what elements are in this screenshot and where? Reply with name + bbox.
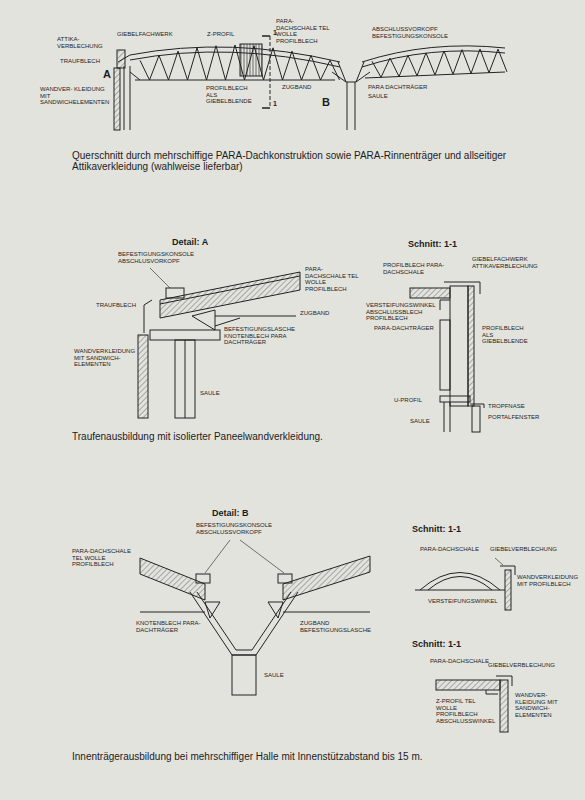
part-label: GIEBELFACHWERK ATTIKAVERBLECHUNG bbox=[472, 256, 550, 269]
part-label: PARA-DACHSCHALE TEL WOLLE PROFILBLECH bbox=[305, 266, 361, 292]
part-label: SAULE bbox=[368, 93, 398, 100]
part-label: GIEBELFACHWERK bbox=[117, 31, 187, 38]
part-label: VERSTEIFUNGSWINKEL ABSCHLUSSBLECH PROFIL… bbox=[366, 302, 440, 322]
part-label: PARA-DACHSCHALE bbox=[420, 546, 484, 553]
caption: Innenträgerausbildung bei mehrschiffiger… bbox=[72, 751, 542, 762]
cross-section bbox=[114, 36, 507, 130]
detail-heading: Detail: A bbox=[172, 238, 242, 248]
part-label: ZUGBAND BEFESTIGUNGSLASCHE bbox=[300, 620, 376, 633]
part-label: TROPFNASE bbox=[488, 403, 532, 410]
part-label: ZUGBAND bbox=[282, 84, 322, 91]
part-label: PROFILBLECH PARA-DACHSCHALE bbox=[383, 262, 447, 275]
part-label: VERSTEIFUNGSWINKEL bbox=[428, 598, 504, 605]
part-label: KNOTENBLECH PARA-DACHTRÄGER bbox=[136, 620, 202, 633]
part-label: PARA-DACHSCHALE TEL WOLLE PROFILBLECH bbox=[276, 18, 332, 44]
detail-letter: B bbox=[322, 96, 334, 108]
truss-web bbox=[140, 45, 340, 80]
part-label: PARA-DACHSCHALE bbox=[430, 658, 494, 665]
detail-heading: Schnitt: 1-1 bbox=[412, 640, 492, 650]
part-label: GIEBELVERBLECHUNG bbox=[490, 546, 564, 553]
part-label: SAULE bbox=[200, 390, 230, 397]
part-label: BEFESTIGUNGSKONSOLE ABSCHLUSSVORKOPF bbox=[196, 522, 278, 535]
section-mark: 1 bbox=[273, 100, 281, 108]
part-label: WANDVER- KLEIDUNG MIT SANDWICH- ELEMENTE… bbox=[515, 692, 561, 718]
part-label: PARA-DACHSCHALE TEL WOLLE PROFILBLECH bbox=[72, 548, 134, 568]
section-mark: 1 bbox=[273, 29, 281, 37]
part-label: WANDVERKLEIDUNG MIT SANDWICH- ELEMENTEN bbox=[74, 348, 136, 368]
part-label: PARA-DACHTRÄGER bbox=[374, 325, 438, 332]
part-label: BEFESTIGUNGSKONSOLE ABSCHLUSVORKOPF bbox=[118, 251, 198, 264]
section-b-lower-drawing bbox=[436, 676, 512, 732]
part-label: ABSCHLUSSVORKOPF BEFESTIGUNGSKONSOLE bbox=[372, 26, 444, 39]
part-label: PARA DACHTRÄGER bbox=[368, 84, 438, 91]
part-label: SAULE bbox=[264, 672, 294, 679]
caption: Traufenausbildung mit isolierter Paneelw… bbox=[72, 431, 542, 442]
part-label: ZUGBAND bbox=[300, 310, 340, 317]
part-label: GIEBELVERBLECHUNG bbox=[488, 662, 562, 669]
part-label: PROFILBLECH ALS GIEBELBLENDE bbox=[206, 85, 258, 105]
caption: Querschnitt durch mehrschiffige PARA-Dac… bbox=[72, 150, 542, 172]
part-label: WANDVERKLEIDUNG MIT PROFILBLECH bbox=[517, 574, 581, 587]
detail-a-drawing bbox=[138, 268, 300, 418]
part-label: TRAUFBLECH bbox=[96, 302, 140, 309]
truss-web bbox=[372, 49, 507, 77]
part-label: Z-PROFIL bbox=[207, 31, 241, 38]
part-label: PROFILBLECH ALS GIEBELBLENDE bbox=[482, 325, 536, 345]
detail-heading: Schnitt: 1-1 bbox=[408, 240, 488, 250]
part-label: SAULE bbox=[410, 418, 440, 425]
part-label: ATTIKA-VERBLECHUNG bbox=[57, 36, 99, 49]
part-label: TRAUFBLECH bbox=[60, 58, 108, 65]
detail-heading: Schnitt: 1-1 bbox=[412, 525, 492, 535]
part-label: U-PROFIL bbox=[394, 397, 434, 404]
part-label: PORTALFENSTER bbox=[488, 414, 548, 421]
part-label: WANDVER- KLEIDUNG MIT SANDWICHELEMENTEN bbox=[40, 86, 112, 106]
detail-heading: Detail: B bbox=[212, 509, 282, 519]
part-label: BEFESTIGUNGSLASCHE KNOTENBLECH PARA DACH… bbox=[224, 326, 300, 346]
section-b-upper-drawing bbox=[415, 558, 515, 610]
part-label: Z-PROFIL TEL WOLLE PROFILBLECH ABSCHLUSS… bbox=[436, 698, 496, 724]
detail-letter: A bbox=[103, 68, 115, 80]
detail-b-drawing bbox=[140, 540, 370, 695]
